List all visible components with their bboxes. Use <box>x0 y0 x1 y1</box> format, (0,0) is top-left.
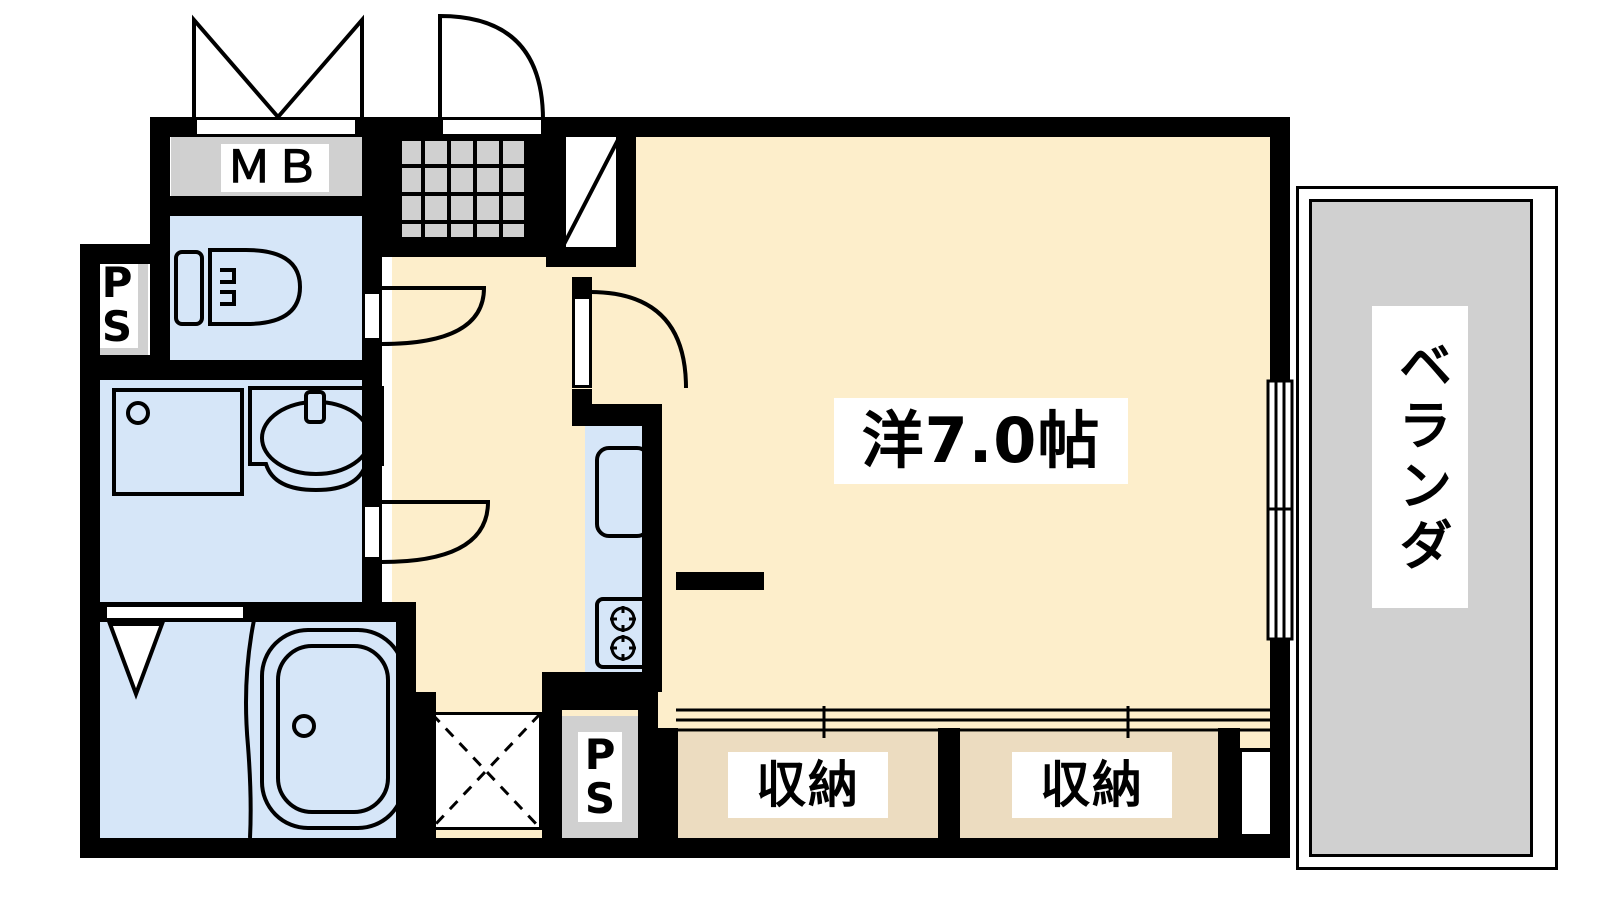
bathtub-fixture <box>260 628 406 830</box>
wall-closet-left-edge <box>658 728 678 838</box>
gas-stove-2burner <box>595 597 651 669</box>
bathroom-divider <box>244 619 256 839</box>
wall-toilet-right-upper <box>362 117 382 291</box>
wall-right-upper <box>1270 117 1290 381</box>
entrance-door-leaf[interactable] <box>440 117 544 137</box>
meter-box-door-leaf[interactable] <box>194 117 358 137</box>
entrance-cross-hatch <box>430 712 542 830</box>
pipe-shaft-left-label: P S <box>96 262 138 348</box>
washbasin-fixture <box>248 386 384 493</box>
washroom-door-swing <box>381 500 491 564</box>
meter-box-label: ＭＢ <box>221 144 329 192</box>
wall-ps-top2 <box>542 690 658 710</box>
wall-ps-top <box>80 244 160 264</box>
wall-closet-divider <box>938 728 960 838</box>
closet-sliding-door-track <box>676 706 1288 738</box>
washing-machine-pan <box>112 388 244 496</box>
wall-corridor-bottom-left <box>542 672 592 692</box>
wall-left <box>80 244 100 858</box>
wall-genkan-left <box>416 692 436 838</box>
wall-entry-right <box>526 117 546 257</box>
toilet-door-leaf[interactable] <box>362 291 382 341</box>
wall-mb-bottom <box>150 196 382 216</box>
wall-bathroom-right <box>396 602 416 838</box>
wall-left-toilet <box>150 244 170 374</box>
wall-ps-left <box>542 690 562 838</box>
wall-toilet-washroom <box>80 360 382 380</box>
wall-top <box>150 117 1290 137</box>
shoe-cabinet-grid <box>396 137 528 251</box>
side-window <box>1238 748 1274 838</box>
wall-entry-left <box>382 117 402 257</box>
wall-left-upper <box>150 117 170 249</box>
wall-entry-bottom <box>382 237 542 257</box>
veranda-label: ベランダ <box>1372 306 1468 608</box>
toilet-door-swing <box>381 286 487 346</box>
wall-window-right-edge <box>1272 728 1290 838</box>
main-room-label: 洋7.0帖 <box>834 398 1128 484</box>
wall-toilet-right-lower <box>362 340 382 504</box>
entrance-door-swing <box>438 13 545 121</box>
wall-bottom <box>80 838 1290 858</box>
closet-right-label: 収納 <box>1012 752 1172 818</box>
bathroom-sliding-door[interactable] <box>104 604 246 621</box>
wall-closet-right-edge <box>1218 728 1240 838</box>
wall-kitchen-bottom <box>572 672 662 692</box>
wall-entrycloset-right <box>616 117 636 267</box>
wall-entrycloset-left <box>546 117 566 267</box>
kitchen-counter-stub <box>676 572 764 590</box>
wall-right-mid <box>1270 638 1290 728</box>
wall-ps-right <box>638 690 658 838</box>
wall-kitchen-right <box>642 404 662 690</box>
wall-kitchen-top <box>572 404 662 426</box>
entry-closet-diagonal <box>559 133 623 251</box>
toilet-fixture <box>174 248 303 326</box>
room-door-leaf[interactable] <box>572 296 592 388</box>
ps-left-line1: P <box>101 258 133 307</box>
ps-left-line2: S <box>101 302 133 351</box>
shower-head-icon <box>107 622 165 700</box>
closet-left-label: 収納 <box>728 752 888 818</box>
wall-entrycloset-bottom <box>546 247 636 267</box>
meter-box-double-door-swing <box>192 14 364 119</box>
ps-bottom-line2: S <box>584 774 616 823</box>
balcony-sliding-door-panes <box>1266 379 1294 641</box>
washroom-door-leaf[interactable] <box>362 504 382 560</box>
ps-bottom-line1: P <box>584 730 616 779</box>
pipe-shaft-bottom-label: P S <box>578 732 622 822</box>
room-door-swing <box>589 290 688 389</box>
